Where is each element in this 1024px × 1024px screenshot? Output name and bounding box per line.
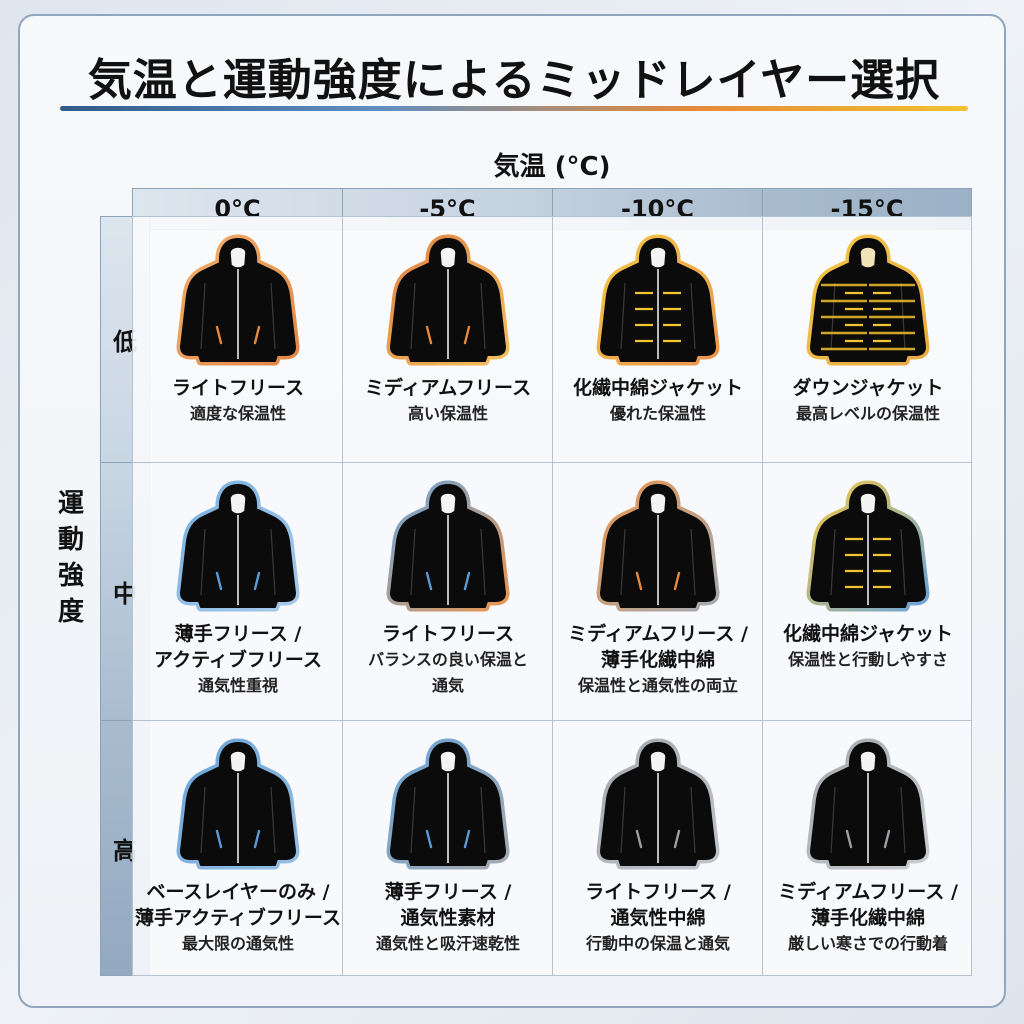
- synthetic-insulated-jacket-icon: [596, 234, 720, 366]
- activity-axis-label: 運動強度: [57, 489, 84, 627]
- cell-r2-c3: ミディアムフリース / 薄手化繊中綿厳しい寒さでの行動着: [762, 720, 972, 976]
- layer-name: ミディアムフリース /: [568, 623, 748, 645]
- layer-name: ライトフリース /: [585, 881, 731, 903]
- layer-name: 化繊中綿ジャケット: [782, 623, 954, 645]
- cell-r2-c1: 薄手フリース / 通気性素材通気性と吸汗速乾性: [342, 720, 552, 976]
- light-fleece-jacket-icon: [386, 480, 510, 612]
- layer-name: 化繊中綿ジャケット: [572, 377, 744, 399]
- cell-r1-c0: 薄手フリース / アクティブフリース通気性重視: [132, 462, 342, 720]
- light-fleece-jacket-icon: [596, 738, 720, 870]
- cell-text: 化繊中綿ジャケット優れた保温性: [553, 375, 763, 427]
- layer-description: 保温性と通気性の両立: [577, 676, 738, 695]
- layer-name: ミディアムフリース: [364, 377, 532, 399]
- layer-name: ベースレイヤーのみ /: [146, 881, 330, 903]
- temperature-axis-label: 気温 (°C): [493, 152, 611, 182]
- cell-r0-c3: ダウンジャケット最高レベルの保温性: [762, 216, 972, 462]
- cell-text: ライトフリース / 通気性中綿行動中の保温と通気: [553, 879, 763, 957]
- layer-name: 薄手化繊中綿: [600, 649, 715, 671]
- layer-name: 薄手フリース /: [384, 881, 512, 903]
- layer-name: ライトフリース: [381, 623, 515, 645]
- cell-text: ライトフリースバランスの良い保温と通気: [343, 621, 553, 699]
- cell-text: ミディアムフリース高い保温性: [343, 375, 553, 427]
- layer-name: ダウンジャケット: [792, 377, 944, 399]
- thin-fleece-jacket-icon: [386, 738, 510, 870]
- thin-fleece-jacket-icon: [176, 480, 300, 612]
- cell-text: 薄手フリース / 通気性素材通気性と吸汗速乾性: [343, 879, 553, 957]
- layer-description: 通気性と吸汗速乾性: [375, 934, 520, 953]
- layer-description: 優れた保温性: [609, 404, 706, 423]
- cell-text: ベースレイヤーのみ / 薄手アクティブフリース最大限の通気性: [133, 879, 343, 957]
- down-jacket-icon: [806, 234, 930, 366]
- layer-description: 通気性重視: [197, 676, 278, 695]
- base-layer-jacket-icon: [176, 738, 300, 870]
- cell-r0-c1: ミディアムフリース高い保温性: [342, 216, 552, 462]
- cell-r0-c0: ライトフリース適度な保温性: [132, 216, 342, 462]
- layer-name: 薄手フリース /: [174, 623, 302, 645]
- layer-description: バランスの良い保温と: [368, 650, 528, 669]
- cell-text: 化繊中綿ジャケット保温性と行動しやすさ: [763, 621, 973, 673]
- layer-description: 保温性と行動しやすさ: [788, 650, 948, 669]
- layer-name: ミディアムフリース /: [778, 881, 958, 903]
- medium-fleece-jacket-icon: [386, 234, 510, 366]
- diagram-card: 気温と運動強度によるミッドレイヤー選択 気温 (°C) 運動強度 0°C-5°C…: [18, 14, 1006, 1008]
- layer-name: ライトフリース: [171, 377, 305, 399]
- layer-description: 最大限の通気性: [181, 934, 294, 953]
- cell-text: 薄手フリース / アクティブフリース通気性重視: [133, 621, 343, 699]
- layer-name: 通気性中綿: [610, 907, 706, 929]
- cell-text: ミディアムフリース / 薄手化繊中綿厳しい寒さでの行動着: [763, 879, 973, 957]
- medium-fleece-jacket-icon: [806, 738, 930, 870]
- cell-r1-c2: ミディアムフリース / 薄手化繊中綿保温性と通気性の両立: [552, 462, 762, 720]
- layer-name: アクティブフリース: [154, 649, 322, 671]
- page-title: 気温と運動強度によるミッドレイヤー選択: [87, 55, 941, 106]
- cell-r2-c0: ベースレイヤーのみ / 薄手アクティブフリース最大限の通気性: [132, 720, 342, 976]
- light-fleece-jacket-icon: [176, 234, 300, 366]
- cell-text: ミディアムフリース / 薄手化繊中綿保温性と通気性の両立: [553, 621, 763, 699]
- layer-description: 適度な保温性: [189, 404, 286, 423]
- synthetic-insulated-jacket-icon: [806, 480, 930, 612]
- layer-name: 薄手化繊中綿: [810, 907, 925, 929]
- cell-r0-c2: 化繊中綿ジャケット優れた保温性: [552, 216, 762, 462]
- layer-description: 通気: [431, 676, 464, 695]
- cell-text: ライトフリース適度な保温性: [133, 375, 343, 427]
- title-underline: [60, 106, 968, 111]
- cell-r1-c1: ライトフリースバランスの良い保温と通気: [342, 462, 552, 720]
- cell-r1-c3: 化繊中綿ジャケット保温性と行動しやすさ: [762, 462, 972, 720]
- layer-description: 厳しい寒さでの行動着: [787, 934, 948, 953]
- layer-description: 高い保温性: [407, 404, 488, 423]
- layer-name: 通気性素材: [400, 907, 496, 929]
- layer-description: 最高レベルの保温性: [795, 404, 940, 423]
- cell-r2-c2: ライトフリース / 通気性中綿行動中の保温と通気: [552, 720, 762, 976]
- medium-fleece-jacket-icon: [596, 480, 720, 612]
- cell-text: ダウンジャケット最高レベルの保温性: [763, 375, 973, 427]
- layer-name: 薄手アクティブフリース: [135, 907, 341, 929]
- layer-description: 行動中の保温と通気: [585, 934, 730, 953]
